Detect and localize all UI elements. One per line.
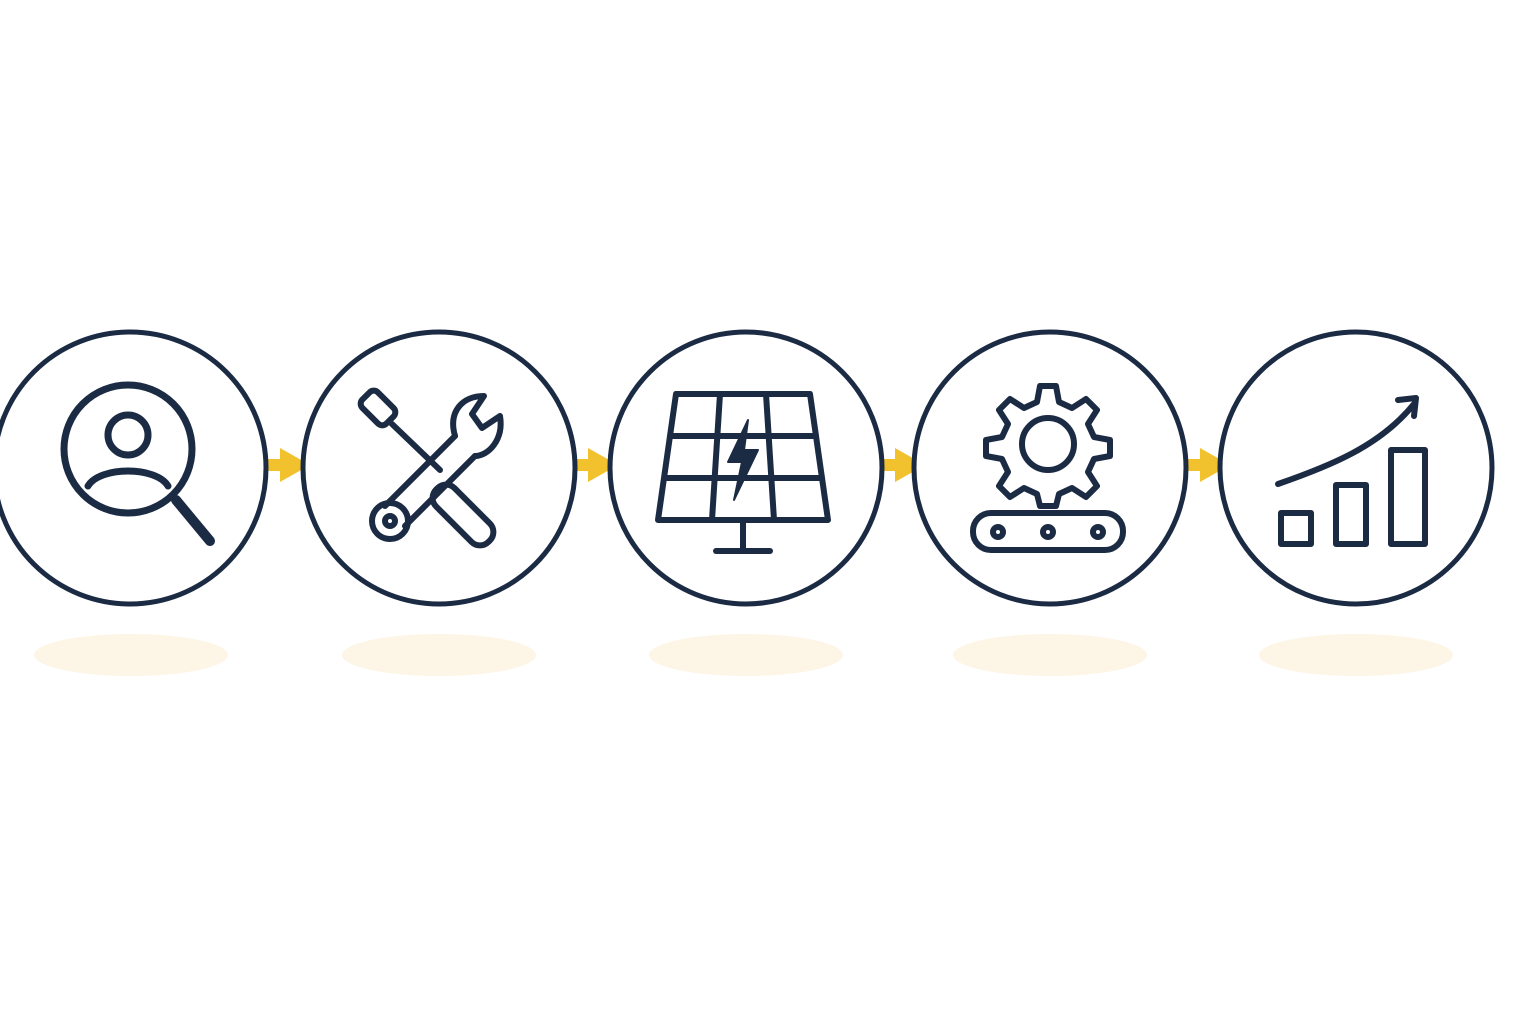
solar-panel-icon	[655, 391, 831, 554]
step-4-shadow	[953, 634, 1147, 676]
step-3-shadow	[649, 634, 843, 676]
step-2-shadow	[342, 634, 536, 676]
gear-icon	[983, 383, 1113, 509]
wrench-screwdriver-icon	[357, 387, 504, 549]
person-search-icon	[60, 381, 215, 546]
step-5-circle	[1217, 329, 1495, 607]
conveyor-icon	[970, 510, 1126, 553]
step-5-shadow	[1259, 634, 1453, 676]
growth-chart-icon	[1275, 395, 1428, 547]
step-shadows	[34, 634, 1453, 676]
connectors	[262, 448, 1230, 482]
step-1-shadow	[34, 634, 228, 676]
wrench-icon	[369, 393, 504, 542]
gear-conveyor-icon	[970, 383, 1126, 553]
